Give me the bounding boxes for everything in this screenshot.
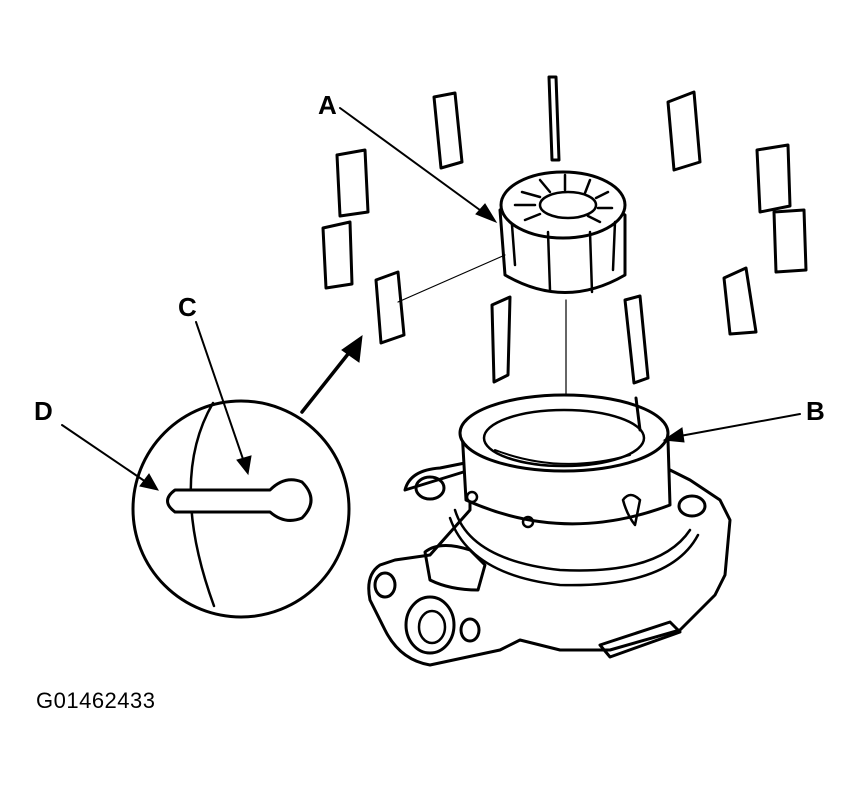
vane-4 (335, 148, 370, 218)
callout-b-label: B (806, 396, 825, 426)
leader-arrows (61, 107, 801, 491)
vane-1 (432, 91, 464, 170)
vane-3 (666, 90, 702, 172)
figure-id: G01462433 (36, 688, 156, 713)
vane-7 (772, 208, 808, 274)
vane-11 (623, 294, 650, 385)
vane-5 (755, 143, 792, 214)
vane-9 (722, 266, 758, 336)
vane-2 (547, 75, 561, 162)
vane-8 (374, 270, 406, 345)
callout-d-label: D (34, 396, 53, 426)
callout-a-label: A (318, 90, 337, 120)
detail-inset (131, 399, 351, 619)
vanes (321, 75, 808, 385)
rotor (498, 170, 627, 294)
pump-body (367, 393, 732, 667)
vane-6 (321, 220, 354, 290)
vane-10 (490, 295, 512, 384)
rotor-slots (510, 173, 617, 294)
callout-c-label: C (178, 292, 197, 322)
